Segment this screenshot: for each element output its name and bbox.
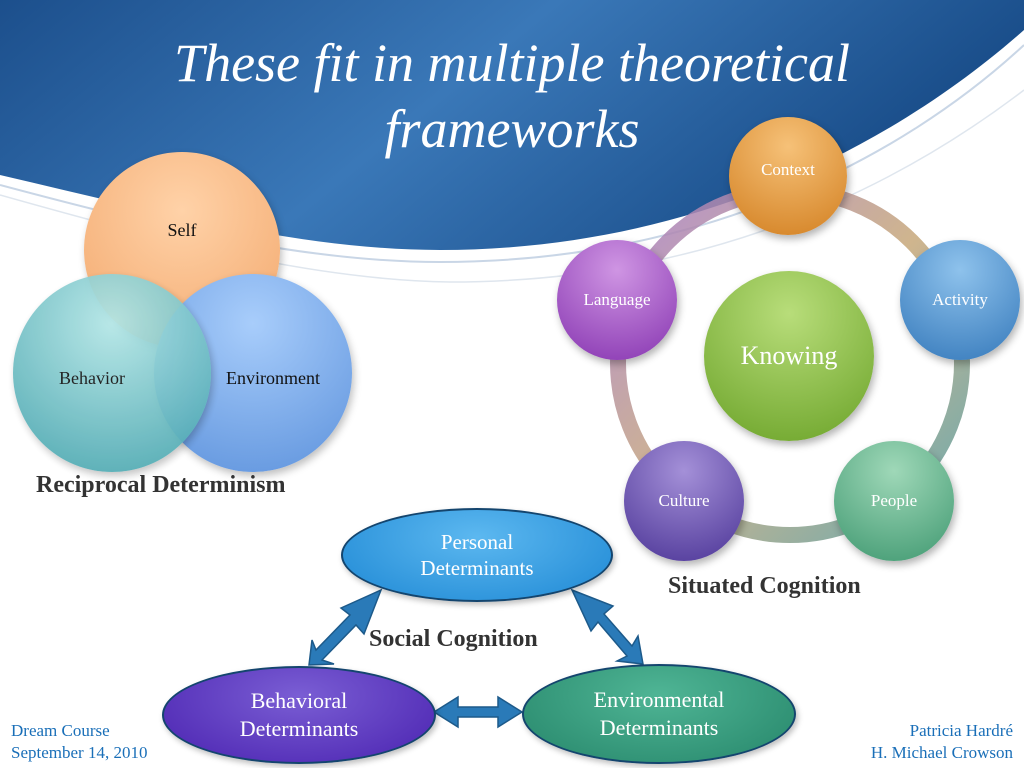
- behavioral-line-2: Determinants: [239, 716, 359, 741]
- context-label: Context: [761, 160, 815, 179]
- footer-author-2: H. Michael Crowson: [870, 743, 1013, 762]
- environmental-determinants: Environmental Determinants: [522, 664, 796, 764]
- arrow-personal-environmental: [570, 588, 644, 665]
- personal-determinants: Personal Determinants: [341, 508, 613, 602]
- slide-title: These fit in multiple theoretical framew…: [40, 30, 984, 162]
- environmental-line-2: Determinants: [599, 715, 719, 740]
- social-caption: Social Cognition: [369, 626, 538, 652]
- culture-label: Culture: [658, 491, 710, 510]
- context-node: Context: [729, 117, 847, 235]
- behavioral-line-1: Behavioral: [250, 688, 348, 713]
- title-line-2: frameworks: [384, 99, 640, 159]
- knowing-circle: Knowing: [704, 271, 874, 441]
- footer-left: Dream Course September 14, 2010: [11, 720, 147, 764]
- footer-date: September 14, 2010: [11, 743, 148, 762]
- culture-node: Culture: [624, 441, 744, 561]
- behavior-label: Behavior: [59, 367, 125, 388]
- behavior-circle: Behavior: [13, 274, 211, 472]
- footer-author-1: Patricia Hardré: [909, 721, 1013, 740]
- reciprocal-caption: Reciprocal Determinism: [36, 472, 286, 498]
- situated-caption: Situated Cognition: [668, 573, 861, 599]
- language-node: Language: [557, 240, 677, 360]
- knowing-label: Knowing: [740, 341, 838, 370]
- personal-line-2: Determinants: [420, 556, 534, 580]
- activity-label: Activity: [932, 290, 988, 309]
- personal-line-1: Personal: [440, 530, 514, 554]
- environment-label: Environment: [226, 367, 320, 388]
- environmental-line-1: Environmental: [593, 687, 725, 712]
- activity-node: Activity: [900, 240, 1020, 360]
- language-label: Language: [583, 290, 651, 309]
- title-line-1: These fit in multiple theoretical: [174, 33, 850, 93]
- behavioral-determinants: Behavioral Determinants: [162, 666, 436, 764]
- arrow-personal-behavioral: [308, 588, 383, 666]
- people-label: People: [870, 491, 918, 510]
- arrow-behavioral-environmental: [432, 695, 524, 729]
- footer-right: Patricia Hardré H. Michael Crowson: [871, 720, 1013, 764]
- people-node: People: [834, 441, 954, 561]
- self-label: Self: [167, 220, 197, 240]
- footer-course: Dream Course: [11, 721, 110, 740]
